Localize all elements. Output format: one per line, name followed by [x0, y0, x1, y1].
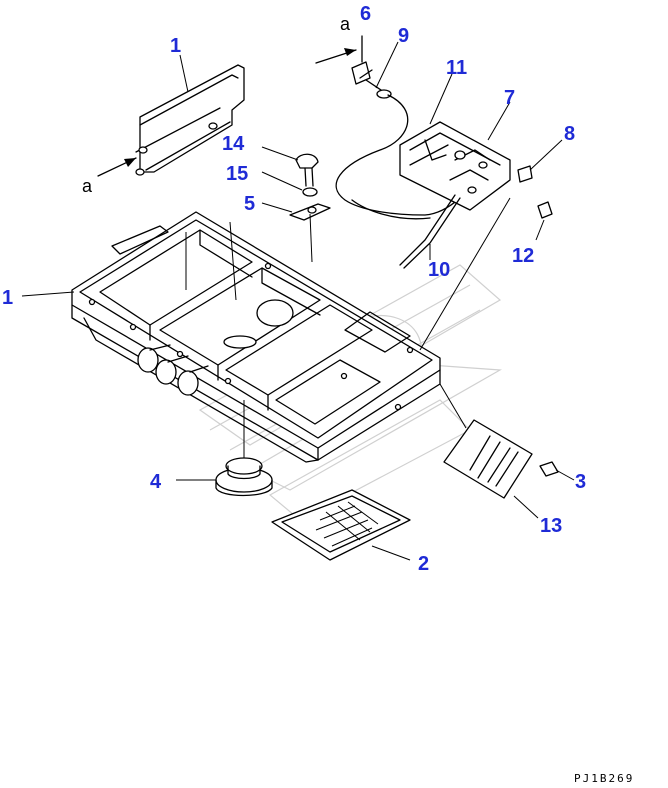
control-bracket	[399, 121, 553, 269]
callout-11: 11	[446, 57, 467, 79]
callout-3: 3	[575, 471, 586, 493]
callout-12: 12	[512, 245, 534, 267]
callout-9: 9	[398, 25, 409, 47]
view-markers: a a	[82, 14, 351, 196]
view-arrow-left	[97, 157, 137, 177]
leader-lines	[21, 41, 575, 561]
callout-4: 4	[150, 471, 162, 493]
callout-10: 10	[428, 259, 450, 281]
view-marker-a-left: a	[82, 176, 93, 196]
duct-outlets	[137, 344, 209, 396]
view-marker-a-top: a	[340, 14, 351, 34]
callout-5: 5	[244, 193, 255, 215]
main-tray	[71, 211, 441, 463]
callout-2: 2	[418, 553, 429, 575]
grille-plate	[439, 383, 559, 499]
cover-panel	[135, 64, 245, 176]
callout-1-tray: 1	[2, 287, 13, 309]
bolt-washer-clip	[289, 153, 331, 221]
callout-6: 6	[360, 3, 371, 25]
callout-labels: 1 1 2 3 4 5 6 7 8 9 10 11 12 13 14 15	[2, 3, 586, 575]
callout-13: 13	[540, 515, 562, 537]
callout-8: 8	[564, 123, 575, 145]
drawing-code: PJ1B269	[574, 772, 634, 785]
callout-1-cover: 1	[170, 35, 181, 57]
drain-grommet	[215, 400, 273, 497]
callout-7: 7	[504, 87, 515, 109]
callout-15: 15	[226, 163, 248, 185]
filter-net	[271, 489, 411, 561]
cable-assembly	[315, 35, 461, 220]
callout-14: 14	[222, 133, 245, 155]
